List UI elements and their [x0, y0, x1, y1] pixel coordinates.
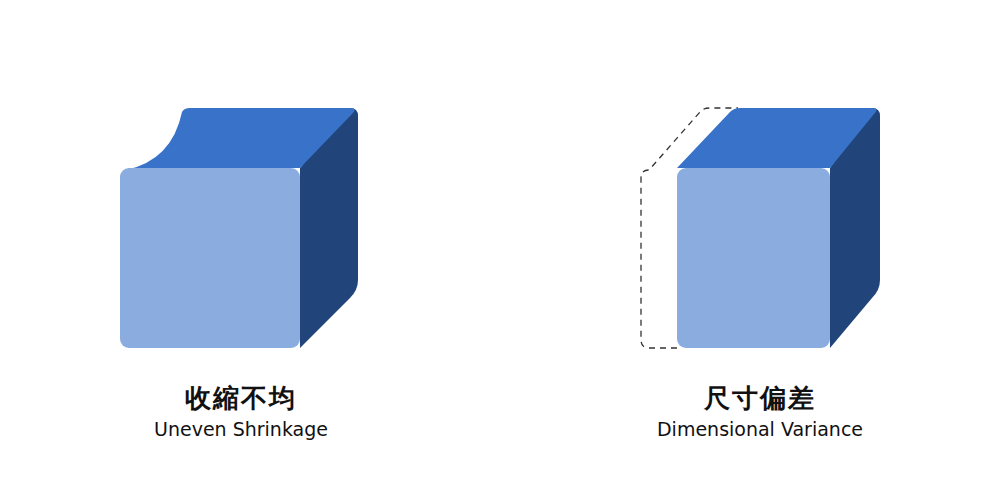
shrunk-cube: [120, 108, 358, 348]
caption-chinese: 收縮不均: [185, 381, 297, 416]
cube-front: [677, 168, 830, 348]
cube-front: [120, 168, 300, 348]
caption-english: Dimensional Variance: [657, 418, 863, 440]
offset-cube: [641, 108, 880, 348]
caption-english: Uneven Shrinkage: [154, 418, 328, 440]
caption-chinese: 尺寸偏差: [704, 381, 816, 416]
cube-top: [677, 108, 877, 168]
cube-top: [126, 108, 355, 170]
